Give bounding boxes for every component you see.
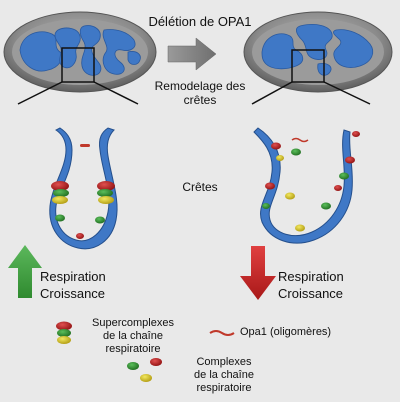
opa1-fragment: [291, 137, 309, 143]
zoom-box-left: [61, 47, 95, 83]
mitochondrion-remodeled: [243, 11, 393, 93]
mitochondrion-normal: [3, 11, 157, 93]
supercomplexes-left: [51, 181, 115, 239]
right-outcome-respiration: Respiration: [278, 269, 344, 284]
right-outcome-growth: Croissance: [278, 286, 344, 301]
complexes-scattered: [262, 131, 360, 232]
left-outcome-respiration: Respiration: [40, 269, 106, 284]
crista-normal: [49, 127, 118, 250]
legend-supercomplex-icon: [56, 321, 72, 344]
zoom-box-right: [291, 49, 325, 83]
transition-arrow: [167, 37, 217, 71]
legend-complexes-line1: Complexes: [196, 356, 252, 368]
remodeling-label-line1: Remodelage des: [154, 79, 246, 93]
arrow-down-red-icon: [240, 246, 276, 300]
legend-supercomplexes-line2: de la chaîne: [103, 330, 163, 342]
cristae-normal: [19, 25, 141, 76]
arrow-up-green-icon: [8, 245, 42, 298]
legend-supercomplexes-label: Supercomplexes de la chaîne respiratoire: [78, 317, 188, 356]
zoom-lines: [17, 81, 371, 105]
cristae-label: Crêtes: [182, 180, 218, 194]
legend-supercomplexes-line3: respiratoire: [105, 343, 161, 355]
right-outcome: Respiration Croissance: [278, 268, 368, 302]
left-outcome-growth: Croissance: [40, 286, 106, 301]
legend-supercomplexes-line1: Supercomplexes: [92, 317, 174, 329]
remodeling-label: Remodelage des crêtes: [138, 79, 262, 107]
legend-complexes-label: Complexes de la chaîne respiratoire: [174, 356, 274, 395]
left-outcome: Respiration Croissance: [40, 268, 130, 302]
crista-remodeled: [253, 127, 360, 244]
remodeling-label-line2: crêtes: [183, 93, 217, 107]
title: Délétion de OPA1: [148, 14, 252, 29]
legend-complex-icon: [127, 358, 162, 382]
opa1-oligomer: [80, 144, 90, 147]
legend-opa1-label: Opa1 (oligomères): [240, 326, 332, 338]
legend-complexes-line2: de la chaîne: [194, 369, 254, 381]
legend-opa1-icon: [209, 330, 235, 336]
legend-complexes-line3: respiratoire: [196, 382, 252, 394]
